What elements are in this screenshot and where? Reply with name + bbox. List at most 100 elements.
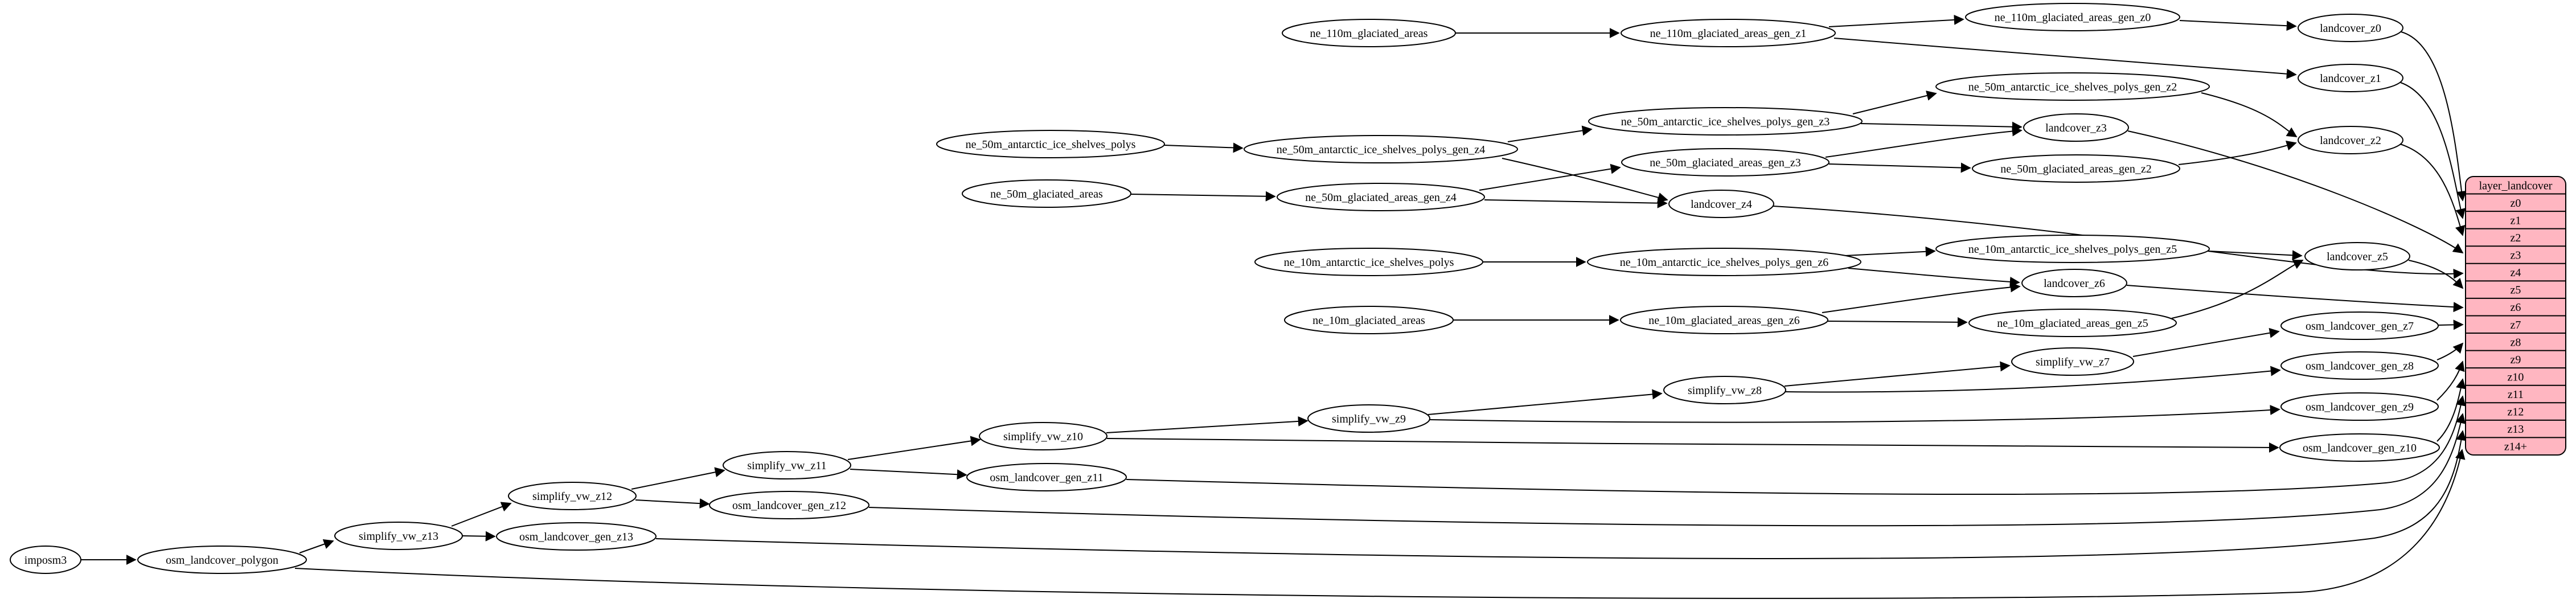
node-ellipse-ne_50m_glaciated_areas_gen_z3	[1621, 148, 1830, 177]
landcover-table-row-z11: z11	[2508, 388, 2524, 401]
node-ne_10m_antarctic_ice_shelves_polys_gen_z6: ne_10m_antarctic_ice_shelves_polys_gen_z…	[1587, 248, 1861, 276]
landcover-table-row-z14+: z14+	[2504, 441, 2527, 453]
node-simplify_vw_z7: simplify_vw_z7	[2011, 347, 2134, 376]
edge-ne_110m_glaciated_areas_gen_z1-to-ne_110m_glaciated_areas_gen_z0	[1828, 14, 1964, 27]
edge-ne_10m_glaciated_areas_gen_z6-to-landcover_z6	[1822, 282, 2021, 313]
node-label-osm_landcover_gen_z8: osm_landcover_gen_z8	[2306, 360, 2414, 372]
node-label-landcover_z5: landcover_z5	[2327, 251, 2388, 263]
edge-ne_50m_antarctic_ice_shelves_polys-to-ne_50m_antarctic_ice_shelves_polys_gen_z4	[1164, 142, 1244, 153]
node-ellipse-ne_50m_glaciated_areas_gen_z2	[1972, 154, 2180, 183]
node-label-osm_landcover_gen_z11: osm_landcover_gen_z11	[990, 471, 1103, 484]
node-label-simplify_vw_z13: simplify_vw_z13	[359, 530, 438, 543]
edge-ne_10m_antarctic_ice_shelves_polys_gen_z6-to-ne_10m_antarctic_ice_shelves_polys_gen_z5	[1844, 246, 1936, 257]
node-label-ne_50m_glaciated_areas_gen_z2: ne_50m_glaciated_areas_gen_z2	[2000, 163, 2151, 175]
node-label-landcover_z4: landcover_z4	[1691, 198, 1752, 211]
node-label-landcover_z2: landcover_z2	[2320, 134, 2381, 147]
node-ne_50m_glaciated_areas_gen_z4: ne_50m_glaciated_areas_gen_z4	[1277, 183, 1485, 211]
node-label-ne_10m_antarctic_ice_shelves_polys_gen_z6: ne_10m_antarctic_ice_shelves_polys_gen_z…	[1620, 256, 1829, 269]
edge-ne_50m_glaciated_areas_gen_z3-to-ne_50m_glaciated_areas_gen_z2	[1828, 162, 1971, 173]
node-simplify_vw_z11: simplify_vw_z11	[723, 451, 851, 479]
landcover-table-row-z3: z3	[2511, 249, 2521, 262]
node-ne_10m_antarctic_ice_shelves_polys: ne_10m_antarctic_ice_shelves_polys	[1254, 248, 1483, 276]
node-label-ne_10m_glaciated_areas: ne_10m_glaciated_areas	[1312, 314, 1425, 327]
node-ellipse-ne_110m_glaciated_areas	[1282, 19, 1456, 47]
node-ne_50m_glaciated_areas_gen_z2: ne_50m_glaciated_areas_gen_z2	[1972, 154, 2180, 183]
node-ne_10m_antarctic_ice_shelves_polys_gen_z5: ne_10m_antarctic_ice_shelves_polys_gen_z…	[1935, 235, 2210, 263]
landcover-table-row-z8: z8	[2511, 336, 2521, 348]
edge-landcover_z0-to-z0	[2401, 31, 2467, 202]
edge-simplify_vw_z11-to-simplify_vw_z10	[847, 436, 981, 460]
edge-simplify_vw_z10-to-osm_landcover_gen_z10	[1106, 438, 2279, 453]
node-label-imposm3: imposm3	[24, 554, 67, 567]
node-ellipse-simplify_vw_z13	[334, 522, 463, 550]
edge-osm_landcover_polygon-to-z14+	[294, 449, 2466, 599]
node-ellipse-simplify_vw_z8	[1663, 376, 1786, 404]
edge-ne_50m_antarctic_ice_shelves_polys_gen_z4-to-ne_50m_antarctic_ice_shelves_polys_gen_z3	[1507, 125, 1593, 142]
node-ellipse-ne_50m_antarctic_ice_shelves_polys_gen_z3	[1588, 107, 1863, 136]
edge-ne_50m_glaciated_areas-to-ne_50m_glaciated_areas_gen_z4	[1130, 191, 1276, 202]
node-ellipse-ne_50m_glaciated_areas	[962, 179, 1131, 208]
edge-landcover_z3-to-z3	[2127, 130, 2464, 254]
node-ellipse-ne_50m_antarctic_ice_shelves_polys_gen_z2	[1935, 72, 2210, 101]
node-label-simplify_vw_z12: simplify_vw_z12	[532, 490, 612, 503]
node-ellipse-landcover_z4	[1668, 190, 1774, 218]
edge-landcover_z5-to-z5	[2408, 260, 2464, 289]
edge-simplify_vw_z12-to-simplify_vw_z11	[631, 467, 725, 490]
node-label-ne_50m_glaciated_areas: ne_50m_glaciated_areas	[990, 188, 1103, 200]
node-label-ne_110m_glaciated_areas_gen_z1: ne_110m_glaciated_areas_gen_z1	[1650, 27, 1807, 40]
node-ne_10m_glaciated_areas_gen_z6: ne_10m_glaciated_areas_gen_z6	[1620, 306, 1828, 334]
node-ellipse-simplify_vw_z9	[1307, 404, 1430, 433]
node-label-osm_landcover_gen_z10: osm_landcover_gen_z10	[2303, 442, 2417, 454]
node-simplify_vw_z8: simplify_vw_z8	[1663, 376, 1786, 404]
node-landcover_z1: landcover_z1	[2298, 64, 2403, 92]
node-label-osm_landcover_polygon: osm_landcover_polygon	[166, 554, 278, 567]
node-label-ne_10m_glaciated_areas_gen_z6: ne_10m_glaciated_areas_gen_z6	[1648, 314, 1799, 327]
node-ellipse-osm_landcover_gen_z8	[2280, 351, 2439, 380]
node-ellipse-ne_110m_glaciated_areas_gen_z0	[1965, 3, 2180, 31]
node-ellipse-landcover_z0	[2298, 14, 2403, 42]
edge-osm_landcover_gen_z12-to-z12	[868, 413, 2466, 527]
node-landcover_z2: landcover_z2	[2298, 126, 2403, 154]
edge-ne_50m_glaciated_areas_gen_z3-to-landcover_z3	[1825, 126, 2023, 158]
node-osm_landcover_gen_z13: osm_landcover_gen_z13	[496, 522, 657, 551]
node-ellipse-landcover_z6	[2021, 269, 2127, 297]
node-label-osm_landcover_gen_z9: osm_landcover_gen_z9	[2306, 401, 2414, 413]
node-simplify_vw_z12: simplify_vw_z12	[508, 482, 637, 510]
landcover-table-row-z12: z12	[2508, 406, 2524, 419]
edge-landcover_z1-to-z1	[2400, 82, 2466, 219]
edge-ne_50m_antarctic_ice_shelves_polys_gen_z3-to-ne_50m_antarctic_ice_shelves_polys_gen_z2	[1852, 91, 1937, 114]
landcover-table-row-z7: z7	[2511, 319, 2521, 331]
edge-ne_50m_antarctic_ice_shelves_polys_gen_z2-to-landcover_z2	[2201, 92, 2298, 137]
node-ellipse-osm_landcover_gen_z7	[2280, 311, 2439, 340]
landcover-table-row-z4: z4	[2511, 266, 2521, 279]
node-ne_50m_antarctic_ice_shelves_polys_gen_z2: ne_50m_antarctic_ice_shelves_polys_gen_z…	[1935, 72, 2210, 101]
landcover-table-row-z10: z10	[2508, 371, 2524, 383]
node-simplify_vw_z9: simplify_vw_z9	[1307, 404, 1430, 433]
node-label-ne_10m_antarctic_ice_shelves_polys_gen_z5: ne_10m_antarctic_ice_shelves_polys_gen_z…	[1968, 243, 2177, 256]
edge-simplify_vw_z9-to-osm_landcover_gen_z9	[1429, 405, 2280, 423]
landcover-table-row-z9: z9	[2511, 354, 2521, 366]
landcover-table-header: layer_landcover	[2479, 179, 2553, 192]
node-label-ne_50m_antarctic_ice_shelves_polys_gen_z2: ne_50m_antarctic_ice_shelves_polys_gen_z…	[1968, 81, 2177, 93]
node-ellipse-simplify_vw_z7	[2011, 347, 2134, 376]
node-osm_landcover_gen_z11: osm_landcover_gen_z11	[966, 463, 1127, 491]
node-ellipse-imposm3	[10, 546, 81, 574]
landcover-table: layer_landcoverz0z1z2z3z4z5z6z7z8z9z10z1…	[2465, 176, 2566, 456]
node-ellipse-osm_landcover_gen_z10	[2279, 433, 2440, 462]
node-landcover_z3: landcover_z3	[2023, 113, 2129, 142]
node-ne_10m_glaciated_areas_gen_z5: ne_10m_glaciated_areas_gen_z5	[1968, 309, 2177, 337]
node-ellipse-ne_10m_antarctic_ice_shelves_polys_gen_z6	[1587, 248, 1861, 276]
edge-ne_110m_glaciated_areas_gen_z1-to-landcover_z1	[1833, 38, 2297, 79]
node-ne_110m_glaciated_areas_gen_z1: ne_110m_glaciated_areas_gen_z1	[1621, 19, 1836, 47]
node-ellipse-landcover_z2	[2298, 126, 2403, 154]
node-ellipse-landcover_z5	[2304, 242, 2410, 270]
node-label-ne_50m_antarctic_ice_shelves_polys_gen_z4: ne_50m_antarctic_ice_shelves_polys_gen_z…	[1277, 143, 1486, 156]
edge-ne_50m_glaciated_areas_gen_z4-to-ne_50m_glaciated_areas_gen_z3	[1479, 163, 1621, 191]
node-simplify_vw_z10: simplify_vw_z10	[979, 422, 1107, 450]
node-landcover_z6: landcover_z6	[2021, 269, 2127, 297]
landcover-table-row-z13: z13	[2508, 423, 2524, 436]
edge-ne_10m_antarctic_ice_shelves_polys_gen_z6-to-landcover_z6	[1848, 268, 2020, 287]
node-landcover_z5: landcover_z5	[2304, 242, 2410, 270]
